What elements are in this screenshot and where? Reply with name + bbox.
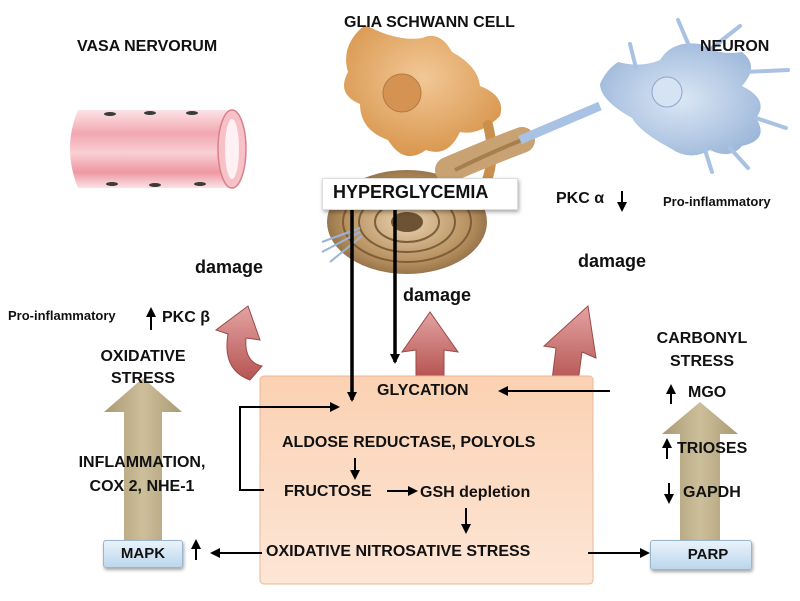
mapk-label: MAPK	[120, 545, 166, 562]
pkc-beta-label: PKC β	[162, 309, 210, 326]
central-pathway-box	[259, 375, 594, 585]
damage-right-label: damage	[578, 251, 647, 271]
damage-arrow-left	[214, 305, 263, 381]
neuron-label: NEURON	[700, 38, 770, 55]
gsh-depletion-label: GSH depletion	[420, 484, 531, 501]
mgo-label: MGO	[688, 384, 727, 401]
inflammation-to-glycation-arrow	[239, 402, 340, 491]
blood-vessel-illustration	[70, 109, 247, 189]
oxidative-stress-label-line1: OXIDATIVE	[100, 348, 186, 365]
fructose-label: FRUCTOSE	[284, 483, 372, 500]
neuron-illustration	[518, 18, 790, 174]
carbonyl-stress-label-line1: CARBONYL	[656, 330, 748, 347]
gapdh-label: GAPDH	[683, 484, 741, 501]
trioses-label: TRIOSES	[677, 440, 748, 457]
glia-schwann-cell-label: GLIA SCHWANN CELL	[344, 14, 515, 31]
inflammation-label-line2: COX 2, NHE-1	[89, 478, 195, 495]
oxidative-nitrosative-stress-label: OXIDATIVE NITROSATIVE STRESS	[266, 543, 531, 560]
connector-arrows	[347, 208, 400, 402]
inflammation-label-line1: INFLAMMATION,	[78, 454, 206, 471]
carbonyl-stress-block-arrow	[662, 402, 738, 540]
parp-label: PARP	[687, 546, 729, 563]
glycation-label: GLYCATION	[377, 382, 469, 399]
oxidative-stress-block-arrow	[104, 378, 182, 540]
damage-arrow-right	[542, 305, 597, 383]
carbonyl-stress-label-line2: STRESS	[669, 353, 735, 370]
aldose-reductase-label: ALDOSE REDUCTASE, POLYOLS	[282, 434, 536, 451]
hyperglycemia-label: HYPERGLYCEMIA	[333, 182, 489, 202]
parp-badge: PARP	[650, 540, 752, 570]
vasa-nervorum-label: VASA NERVORUM	[77, 38, 218, 55]
hyperglycemia-box	[322, 178, 518, 210]
pro-inflammatory-right-label: Pro-inflammatory	[663, 194, 771, 209]
damage-arrow-center	[400, 311, 460, 377]
mapk-badge: MAPK	[103, 540, 183, 568]
oxidative-stress-label-line2: STRESS	[110, 370, 176, 387]
pro-inflammatory-left-label: Pro-inflammatory	[8, 308, 116, 323]
damage-center-label: damage	[403, 285, 472, 305]
pkc-alpha-label: PKC α	[556, 190, 605, 207]
damage-left-label: damage	[195, 257, 264, 277]
